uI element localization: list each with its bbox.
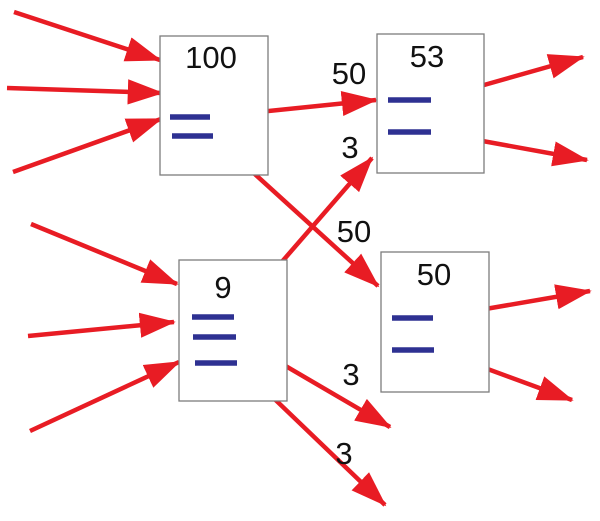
box-bottom-left: 9: [178, 259, 288, 402]
box-bottom-right-value: 50: [417, 257, 451, 292]
arrows-layer: [6, 9, 592, 507]
edge-labels-layer: 50 3 50 3 3: [332, 56, 371, 471]
box-top-right: 53: [376, 33, 485, 174]
arrow-in-bottom-3: [29, 359, 181, 434]
arrow-in-bottom-1: [30, 221, 179, 287]
arrow-in-bottom-2: [27, 312, 176, 339]
arrow-in-top-2: [6, 79, 164, 105]
edge-label-50-middle: 50: [337, 214, 371, 249]
boxes-layer: 100 53 9 50: [159, 33, 490, 402]
edge-label-3-bottom: 3: [335, 436, 352, 471]
arrow-in-top-3: [12, 116, 163, 175]
edge-label-3-lower: 3: [342, 357, 359, 392]
box-bottom-left-value: 9: [214, 270, 231, 305]
edge-label-3-upper: 3: [341, 130, 358, 165]
box-top-right-value: 53: [410, 39, 444, 74]
box-top-left-value: 100: [185, 40, 237, 75]
box-bottom-left-rect: [178, 259, 288, 402]
arrow-in-top-1: [13, 9, 162, 63]
box-top-left: 100: [159, 35, 269, 176]
box-bottom-right-rect: [380, 251, 490, 393]
edge-label-50-top: 50: [332, 56, 366, 91]
box-top-left-rect: [159, 35, 269, 176]
box-top-right-rect: [376, 33, 485, 174]
box-bottom-right: 50: [380, 251, 490, 393]
